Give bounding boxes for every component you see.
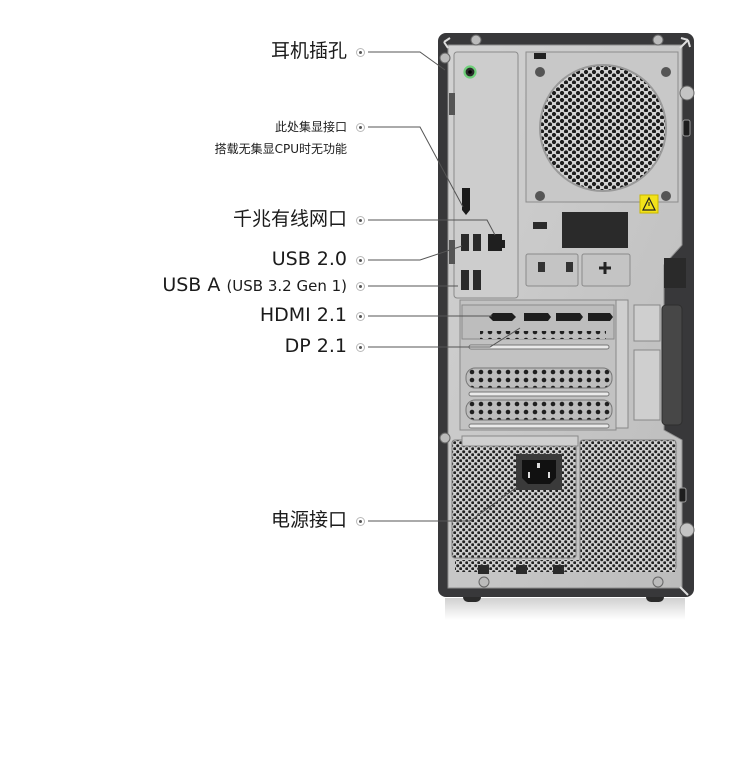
callout-marker-icon	[356, 343, 365, 352]
warning-label-icon	[639, 194, 659, 214]
leader-line-audio-jack	[368, 51, 446, 71]
usb-a-port-icon	[473, 270, 481, 290]
callout-label: HDMI 2.1	[259, 304, 347, 326]
power-socket-icon	[516, 454, 562, 490]
side-latch	[664, 258, 686, 288]
callout-igpu-port: 此处集显接口 搭载无集显CPU时无功能	[215, 116, 347, 160]
callout-power: 电源接口	[271, 511, 347, 530]
usb-a-port-icon	[461, 270, 469, 290]
foot-right	[646, 590, 664, 602]
foot-left	[463, 590, 481, 602]
leader-line-dp	[368, 327, 521, 348]
callout-usb20: USB 2.0	[272, 250, 347, 269]
leader-line-ethernet	[368, 219, 496, 236]
callout-marker-icon	[356, 256, 365, 265]
usb20-port-icon	[461, 234, 469, 251]
thumbscrew	[679, 522, 695, 538]
dp-port-icon	[588, 313, 613, 321]
dp-port-icon	[556, 313, 583, 321]
slot-cover	[465, 399, 613, 421]
case-vent	[579, 439, 677, 571]
callout-audio-jack: 耳机插孔	[271, 42, 347, 61]
callout-label-suffix: (USB 3.2 Gen 1)	[226, 277, 347, 295]
thumbscrew	[679, 85, 695, 101]
ethernet-port-icon	[488, 234, 505, 251]
hdmi-port-icon	[489, 313, 516, 321]
callout-ethernet: 千兆有线网口	[233, 210, 347, 229]
callout-usb-a: USB A (USB 3.2 Gen 1)	[162, 276, 347, 295]
callout-marker-icon	[356, 48, 365, 57]
callout-label: USB A	[162, 274, 221, 296]
tower-shadow	[445, 598, 685, 620]
expansion-cover	[562, 212, 628, 248]
callout-label-line1: 此处集显接口	[274, 120, 347, 134]
callout-dp: DP 2.1	[285, 337, 347, 356]
chassis-frame	[438, 33, 694, 597]
callout-marker-icon	[356, 123, 365, 132]
slot-cover	[465, 367, 613, 389]
side-handle-slot	[661, 304, 683, 426]
callout-marker-icon	[356, 517, 365, 526]
fan-grille	[539, 64, 667, 192]
callout-label-line2: 搭载无集显CPU时无功能	[214, 142, 347, 156]
callout-label: 千兆有线网口	[232, 208, 347, 230]
callout-marker-icon	[356, 216, 365, 225]
callout-marker-icon	[356, 312, 365, 321]
rear-plate	[447, 44, 683, 589]
callout-label: DP 2.1	[284, 335, 347, 357]
callout-hdmi: HDMI 2.1	[260, 306, 347, 325]
callout-label: 耳机插孔	[270, 40, 347, 62]
callout-label: 电源接口	[270, 509, 347, 531]
usb20-port-icon	[473, 234, 481, 251]
callout-label: USB 2.0	[271, 248, 347, 270]
psu-vent	[451, 439, 577, 559]
leader-line-usb20	[368, 245, 463, 261]
audio-jack-icon	[463, 65, 477, 79]
io-shield	[453, 51, 519, 299]
dp-port-icon	[524, 313, 551, 321]
leader-line-power	[368, 486, 518, 522]
leader-line-igpu	[368, 126, 464, 208]
callout-marker-icon	[356, 282, 365, 291]
igpu-hdmi-port-icon	[462, 188, 470, 215]
